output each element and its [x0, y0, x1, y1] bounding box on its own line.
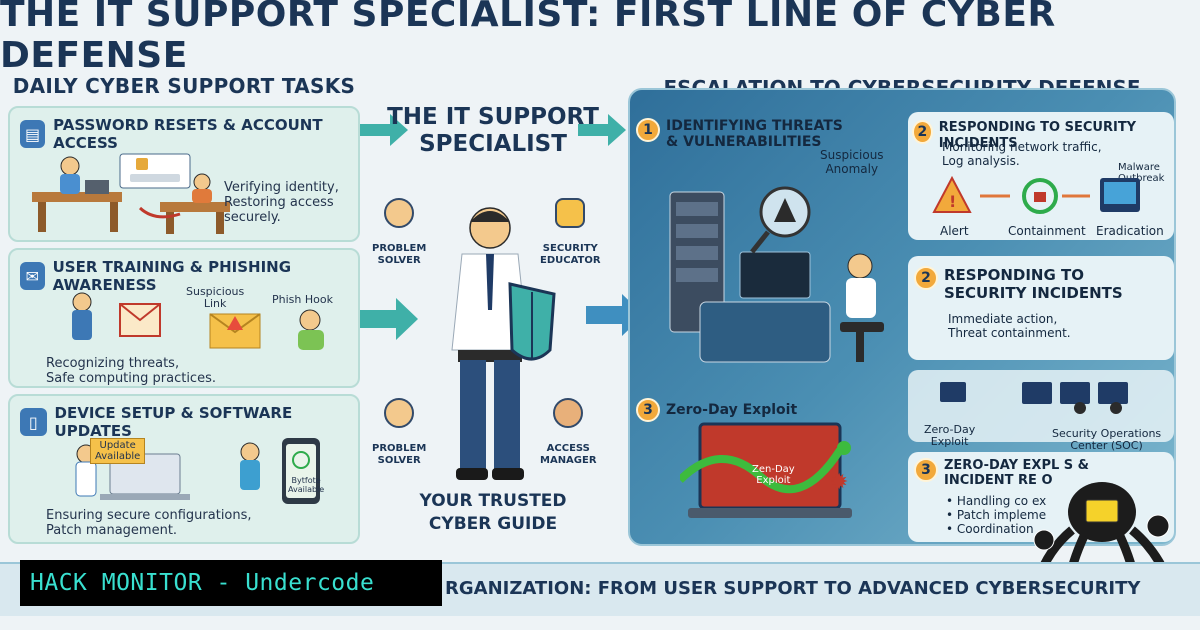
block-zero-day-response: 3 ZERO-DAY EXPL S & INCIDENT RE O — [914, 458, 1089, 488]
list-item: • Patch impleme — [946, 508, 1047, 522]
clipboard-icon: ▤ — [20, 120, 46, 148]
update-available-badge: Update Available — [90, 438, 146, 464]
arrow-right-icon — [360, 298, 418, 340]
daily-tasks-panel: DAILY CYBER SUPPORT TASKS ▤ PASSWORD RES… — [8, 70, 360, 548]
block-title: RESPONDING TO SECURITY INCIDENTS — [944, 266, 1123, 302]
block-responding-incidents: 2 RESPONDING TO SECURITY INCIDENTS — [912, 120, 1174, 152]
arrow-right-icon — [360, 114, 408, 146]
device-icon: ▯ — [20, 408, 47, 436]
zero-day-laptop-illustration — [680, 422, 852, 518]
block-title: RESPONDING TO SECURITY INCIDENTS — [938, 120, 1137, 151]
device-update-illustration — [60, 434, 340, 508]
role-security-educator: SECURITY EDUCATOR — [540, 186, 601, 267]
block-responding-incidents-2: 2 RESPONDING TO SECURITY INCIDENTS — [914, 266, 1123, 302]
bug-icon: ✹ — [830, 470, 849, 495]
list-item: • Coordination — [946, 522, 1034, 536]
role-access-manager: ACCESS MANAGER — [540, 386, 597, 467]
shield-icon — [555, 198, 586, 228]
page-title: THE IT SUPPORT SPECIALIST: FIRST LINE OF… — [0, 0, 1056, 76]
hack-monitor-watermark: HACK MONITOR - Undercode — [20, 560, 442, 606]
avatar — [384, 398, 415, 428]
password-reset-illustration — [30, 152, 240, 238]
footer-text: RGANIZATION: FROM USER SUPPORT TO ADVANC… — [445, 578, 1141, 599]
server-workstation-illustration — [669, 186, 884, 363]
block-title: Zero-Day Exploit — [666, 402, 798, 418]
daily-tasks-title: DAILY CYBER SUPPORT TASKS — [12, 74, 356, 98]
suspicious-anomaly-label: Suspicious Anomaly — [820, 148, 884, 176]
block-zero-day: 3 Zero-Day Exploit — [636, 398, 797, 422]
task-title: PASSWORD RESETS & ACCOUNT ACCESS — [53, 116, 323, 152]
task-password-resets: ▤ PASSWORD RESETS & ACCOUNT ACCESS — [8, 106, 360, 242]
task-body: Ensuring secure configurations, Patch ma… — [46, 508, 252, 538]
avatar — [553, 398, 584, 428]
step-containment: Containment — [1008, 224, 1086, 238]
step-number: 3 — [636, 398, 660, 422]
zero-day-screen-label: Zen-Day Exploit — [752, 464, 795, 486]
avatar — [384, 198, 415, 228]
responding-incidents-card-2 — [908, 256, 1174, 360]
suspicious-link-label: Suspicious Link — [186, 285, 245, 310]
role-problem-solver-2: PROBLEM SOLVER — [372, 386, 426, 467]
step-number: 2 — [912, 120, 933, 144]
arrow-right-icon — [578, 114, 626, 146]
step-number: 1 — [636, 118, 660, 142]
phish-hook-label: Phish Hook — [272, 293, 333, 306]
responding-incidents-card — [908, 112, 1174, 240]
task-body: Verifying identity, Restoring access sec… — [224, 180, 339, 225]
step-number: 3 — [914, 458, 938, 482]
svg-text:!: ! — [949, 192, 956, 211]
block-identifying-threats: 1 IDENTIFYING THREATS & VULNERABILITIES — [636, 118, 843, 150]
specialist-figure — [451, 207, 556, 480]
envelope-icon: ✉ — [20, 262, 45, 290]
phishing-illustration — [60, 286, 350, 352]
soc-illustration — [940, 382, 1128, 414]
block-title: ZERO-DAY EXPL S & INCIDENT RE O — [944, 458, 1090, 488]
phone-update-label: Bytfote Available — [288, 476, 325, 494]
block-body: Immediate action, Threat containment. — [948, 312, 1071, 340]
center-title: THE IT SUPPORT SPECIALIST — [387, 104, 599, 157]
task-title: USER TRAINING & PHISHING AWARENESS — [52, 258, 292, 294]
task-body: Recognizing threats, Safe computing prac… — [46, 356, 216, 386]
task-user-training: ✉ USER TRAINING & PHISHING AWARENESS Sus… — [8, 248, 360, 388]
step-alert: Alert — [940, 224, 969, 238]
soc-label: Security Operations Center (SOC) — [1052, 427, 1162, 452]
zero-day-exploit-label: Zero-Day Exploit — [924, 423, 976, 448]
specialist-center: THE IT SUPPORT SPECIALIST PROBLEM SOLVER… — [362, 90, 624, 560]
step-number: 2 — [914, 266, 938, 290]
trusted-guide-text: YOUR TRUSTED CYBER GUIDE — [419, 491, 567, 534]
role-problem-solver: PROBLEM SOLVER — [372, 186, 426, 267]
incident-steps-illustration: ! — [932, 175, 1140, 214]
block-body: Monitoring network traffic, Log analysis… — [942, 140, 1102, 168]
list-item: • Handling co ex — [946, 494, 1047, 508]
step-eradication: Eradication — [1096, 224, 1164, 238]
task-device-setup: ▯ DEVICE SETUP & SOFTWARE UPDATES Update… — [8, 394, 360, 544]
escalation-panel: 1 IDENTIFYING THREATS & VULNERABILITIES … — [628, 88, 1176, 587]
task-title: DEVICE SETUP & SOFTWARE UPDATES — [54, 404, 293, 440]
block-title: IDENTIFYING THREATS & VULNERABILITIES — [666, 118, 843, 150]
malware-outbreak-label: Malware Outbreak — [1118, 162, 1165, 184]
